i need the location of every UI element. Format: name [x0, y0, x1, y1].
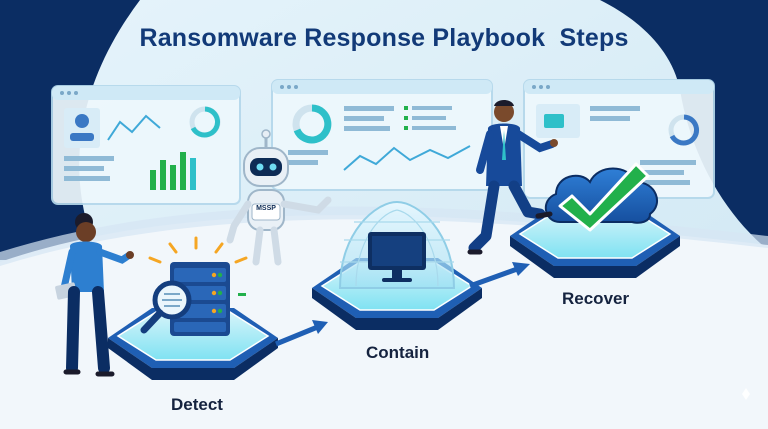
dashboard-screen-right	[523, 79, 715, 199]
dashboard-screen-left	[51, 85, 241, 205]
page-title: Ransomware Response Playbook Steps	[139, 24, 629, 52]
step-label-contain: Contain	[366, 343, 430, 362]
step-label-detect: Detect	[171, 395, 223, 414]
businessman-figure	[467, 100, 558, 255]
right-navy-shape	[600, 0, 768, 250]
checkmark-icon	[558, 162, 650, 232]
magnifier-icon	[140, 280, 192, 334]
analyst-woman-figure	[55, 213, 134, 377]
mssp-robot-figure	[226, 129, 332, 266]
sparkle-icon	[742, 388, 750, 400]
arrow-contain-to-recover	[469, 262, 530, 289]
robot-badge: MSSP	[256, 205, 276, 212]
dashboard-screen-center	[271, 79, 493, 191]
step-label-recover: Recover	[562, 289, 630, 308]
arrow-detect-to-contain	[275, 320, 328, 347]
desktop-monitor-icon	[368, 232, 426, 282]
